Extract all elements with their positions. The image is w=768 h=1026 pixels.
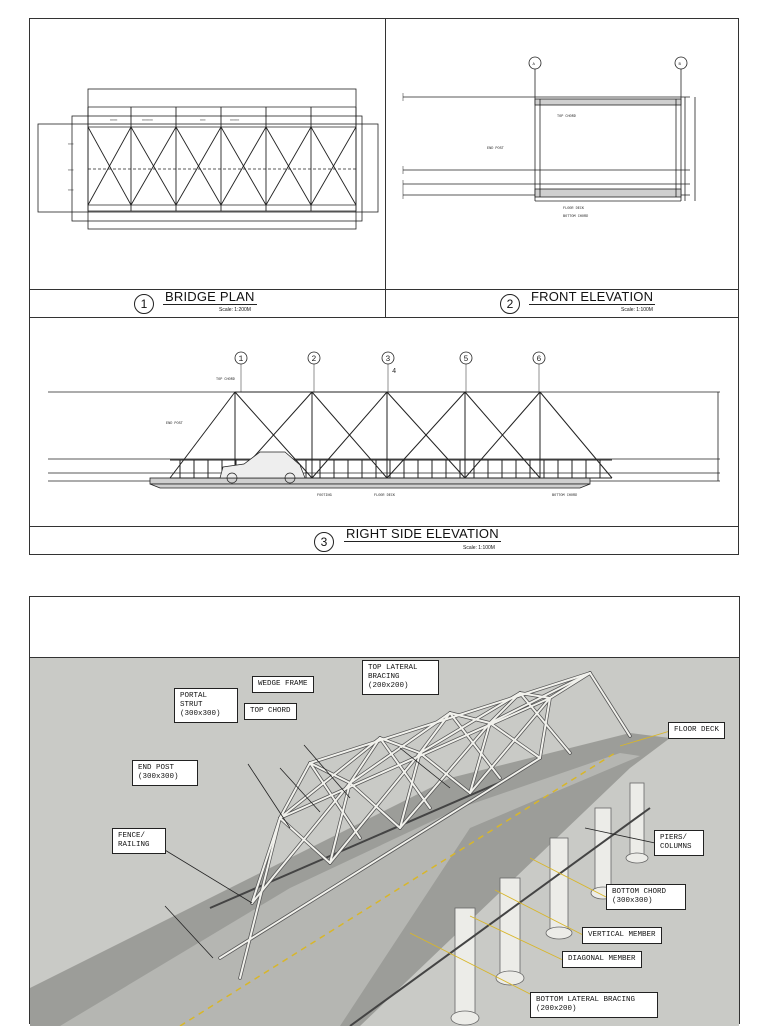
render-vertical	[379, 737, 431, 809]
bottom-chord-callout: BOTTOM CHORD (300x300)	[606, 884, 686, 910]
drawing-sheet: ━━━━━━━━━ ━━━━━━━━━━━━━━━━━━ 1 BRIDGE PL…	[29, 18, 739, 555]
svg-text:━━━━━: ━━━━━	[229, 119, 239, 122]
side-note: END POST	[166, 422, 183, 426]
view-scale: Scale: 1:200M	[219, 307, 251, 313]
plan-member	[220, 126, 267, 206]
gridline-sub-label: 4	[392, 368, 396, 376]
svg-text:━━━: ━━━	[67, 169, 74, 172]
bridge-plan-panel: ━━━━━━━━━ ━━━━━━━━━━━━━━━━━━ 1 BRIDGE PL…	[30, 19, 386, 318]
side-note: BOTTOM CHORD	[552, 494, 577, 498]
plan-member	[265, 126, 312, 206]
render-vertical	[329, 782, 351, 864]
gridline-label: A	[533, 63, 536, 67]
fence-railing-callout: FENCE/ RAILING	[112, 828, 166, 854]
view-number: 1	[134, 294, 154, 314]
top-chord-callout: TOP CHORD	[244, 703, 297, 720]
front-note: END POST	[487, 147, 504, 151]
render-lateral-bracing	[279, 737, 381, 819]
gridline-label: 5	[464, 355, 469, 364]
render-diagonal	[469, 697, 551, 794]
render-lateral-bracing	[419, 692, 521, 754]
view-number: 2	[500, 294, 520, 314]
bottom-lateral-bracing-callout: BOTTOM LATERAL BRACING (200x200)	[530, 992, 658, 1018]
side-diagonal	[464, 391, 541, 479]
front-note: FLOOR DECK	[563, 207, 585, 211]
svg-text:━━━: ━━━	[67, 143, 74, 146]
svg-text:━━━━: ━━━━	[109, 119, 117, 122]
front-elevation-panel: A B TOP CHORD END POST FLOOR DECK BOTTOM…	[385, 19, 739, 318]
floor-deck-callout: FLOOR DECK	[668, 722, 726, 739]
view-number: 3	[314, 532, 334, 552]
render-portal-strut	[419, 712, 451, 754]
isometric-render-frame: TOP LATERAL BRACING (200x200) WEDGE FRAM…	[29, 596, 740, 1026]
gridline-label: 3	[386, 355, 391, 364]
svg-text:━━━: ━━━	[67, 189, 74, 192]
plan-member	[175, 126, 222, 206]
side-elevation-title-block: 3 RIGHT SIDE ELEVATION Scale: 1:100M	[30, 526, 739, 555]
render-top-chord	[309, 672, 591, 764]
end-post-callout: END POST (300x300)	[132, 760, 198, 786]
right-side-elevation-drawing: 1 2 3 5 6 4 TOP CHORD END POST FOOTING FLOOR …	[48, 351, 720, 498]
front-elevation-title-block: 2 FRONT ELEVATION Scale: 1:100M	[385, 289, 739, 318]
bridge-plan-drawing: ━━━━━━━━━ ━━━━━━━━━━━━━━━━━━	[37, 88, 379, 230]
render-diagonal	[419, 752, 471, 794]
svg-text:━━━: ━━━	[199, 119, 206, 122]
side-note: FLOOR DECK	[374, 494, 396, 498]
portal-strut-callout: PORTAL STRUT (300x300)	[174, 688, 238, 723]
render-lateral-bracing	[489, 672, 591, 724]
front-note: BOTTOM CHORD	[563, 215, 588, 219]
svg-text:━━━━━━: ━━━━━━	[141, 119, 153, 122]
plan-member	[310, 126, 357, 206]
render-end-post	[239, 817, 281, 979]
render-vertical	[251, 817, 281, 904]
bridge-plan-title-block: 1 BRIDGE PLAN Scale: 1:200M	[30, 289, 385, 318]
render-diagonal	[349, 782, 401, 829]
view-title: RIGHT SIDE ELEVATION	[344, 526, 501, 542]
piers-columns-callout: PIERS/ COLUMNS	[654, 830, 704, 856]
view-scale: Scale: 1:100M	[463, 545, 495, 551]
render-lateral-bracing	[379, 737, 421, 754]
render-bottom-chord	[219, 757, 541, 959]
render-diagonal	[399, 722, 491, 829]
side-diagonal	[386, 391, 466, 479]
plan-member	[130, 126, 177, 206]
render-portal-strut	[349, 737, 381, 784]
front-elevation-drawing: A B TOP CHORD END POST FLOOR DECK BOTTOM…	[402, 56, 696, 219]
view-title: FRONT ELEVATION	[529, 289, 656, 305]
diagonal-member-callout: DIAGONAL MEMBER	[562, 951, 642, 968]
side-end-post	[539, 391, 613, 479]
render-diagonal	[329, 752, 421, 864]
side-end-post	[169, 391, 236, 479]
side-note: FOOTING	[317, 494, 332, 498]
render-portal-strut	[489, 692, 521, 724]
front-note: TOP CHORD	[557, 115, 576, 119]
top-lateral-bracing-callout: TOP LATERAL BRACING (200x200)	[362, 660, 439, 695]
render-lateral-bracing	[449, 712, 491, 724]
render-vertical	[469, 722, 491, 794]
render-vertical	[399, 752, 421, 829]
right-side-elevation-panel: 1 2 3 5 6 4 TOP CHORD END POST FOOTING FLOOR …	[30, 318, 739, 555]
render-vertical	[589, 672, 631, 737]
gridline-label: B	[679, 63, 682, 67]
render-diagonal	[251, 782, 351, 904]
gridline-label: 1	[239, 355, 244, 364]
vertical-member-callout: VERTICAL MEMBER	[582, 927, 662, 944]
render-lateral-bracing	[309, 762, 351, 784]
isometric-render: TOP LATERAL BRACING (200x200) WEDGE FRAM…	[30, 657, 739, 1026]
render-vertical	[539, 697, 551, 759]
view-scale: Scale: 1:100M	[621, 307, 653, 313]
wedge-frame-callout: WEDGE FRAME	[252, 676, 314, 693]
view-title: BRIDGE PLAN	[163, 289, 257, 305]
render-lateral-bracing	[519, 692, 551, 699]
side-diagonal	[311, 391, 388, 479]
gridline-label: 2	[312, 355, 317, 364]
plan-member	[87, 126, 132, 206]
side-note: TOP CHORD	[216, 378, 235, 382]
render-portal-strut	[279, 762, 311, 819]
gridline-label: 6	[537, 355, 542, 364]
